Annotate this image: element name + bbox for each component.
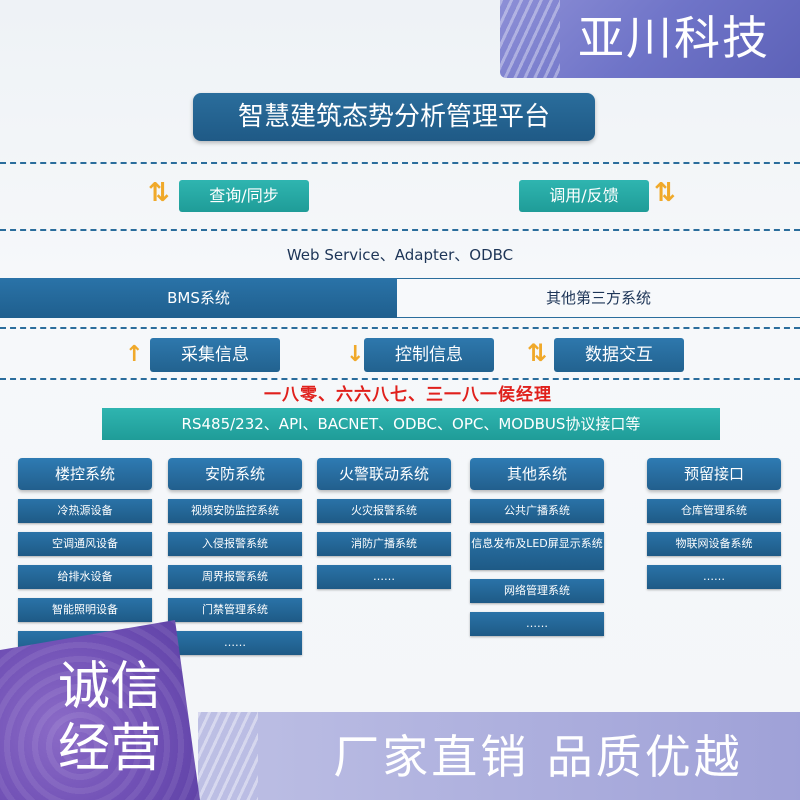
divider-top [0, 162, 800, 164]
column-item: 物联网设备系统 [647, 532, 781, 556]
column-item: 火灾报警系统 [317, 499, 451, 523]
bms-system: BMS系统 [0, 278, 397, 318]
column-header: 火警联动系统 [317, 458, 451, 490]
column-item: 消防广播系统 [317, 532, 451, 556]
arrow-down-icon: ↓ [346, 342, 365, 367]
column-item: 信息发布及LED屏显示系统 [470, 532, 604, 570]
column-item: 仓库管理系统 [647, 499, 781, 523]
slogan-text: 厂家直销 品质优越 [333, 730, 743, 784]
column-item: 冷热源设备 [18, 499, 152, 523]
column-reserved-interfaces: 预留接口 仓库管理系统 物联网设备系统 …… [647, 458, 781, 598]
column-item: …… [317, 565, 451, 589]
brand-banner: 亚川科技 [500, 0, 800, 78]
divider-lower [0, 327, 800, 329]
divider-bottom [0, 378, 800, 380]
control-info-box: 控制信息 [364, 338, 494, 372]
bidirectional-arrow-icon: ⇅ [654, 178, 676, 208]
interfaces-label: Web Service、Adapter、ODBC [286, 246, 514, 264]
protocol-bar: RS485/232、API、BACNET、ODBC、OPC、MODBUS协议接口… [102, 408, 720, 440]
integrity-line-2: 经营 [58, 719, 163, 779]
query-sync-box: 查询/同步 [179, 180, 309, 212]
slogan-stripes [198, 712, 258, 800]
divider-middle [0, 229, 800, 231]
bidirectional-arrow-icon: ⇅ [148, 178, 170, 208]
column-item: 周界报警系统 [168, 565, 302, 589]
column-fire-alarm: 火警联动系统 火灾报警系统 消防广播系统 …… [317, 458, 451, 598]
contact-watermark: 一八零、六六八七、三一八一侯经理 [264, 385, 552, 405]
column-item: 智能照明设备 [18, 598, 152, 622]
column-security: 安防系统 视频安防监控系统 入侵报警系统 周界报警系统 门禁管理系统 …… [168, 458, 302, 664]
slogan-banner [198, 712, 800, 800]
brand-stripes [500, 0, 560, 78]
column-item: …… [647, 565, 781, 589]
column-item: 空调通风设备 [18, 532, 152, 556]
brand-name: 亚川科技 [578, 11, 770, 65]
arrow-up-icon: ↑ [125, 342, 144, 367]
column-item: 公共广播系统 [470, 499, 604, 523]
integrity-badge [0, 620, 200, 800]
data-exchange-box: 数据交互 [554, 338, 684, 372]
column-header: 其他系统 [470, 458, 604, 490]
collect-info-box: 采集信息 [150, 338, 280, 372]
badge-pattern [0, 620, 200, 800]
integrity-line-1: 诚信 [58, 657, 163, 717]
column-item: 入侵报警系统 [168, 532, 302, 556]
column-item: 门禁管理系统 [168, 598, 302, 622]
invoke-feedback-box: 调用/反馈 [519, 180, 649, 212]
column-item: 网络管理系统 [470, 579, 604, 603]
column-header: 楼控系统 [18, 458, 152, 490]
column-item: 视频安防监控系统 [168, 499, 302, 523]
column-item: …… [168, 631, 302, 655]
column-item: 给排水设备 [18, 565, 152, 589]
column-other-systems: 其他系统 公共广播系统 信息发布及LED屏显示系统 网络管理系统 …… [470, 458, 604, 645]
bidirectional-arrow-icon: ⇅ [527, 339, 548, 367]
column-item: …… [470, 612, 604, 636]
integrity-text: 诚信 经营 [58, 656, 198, 786]
column-header: 预留接口 [647, 458, 781, 490]
third-party-system: 其他第三方系统 [397, 278, 800, 318]
column-header: 安防系统 [168, 458, 302, 490]
systems-row: BMS系统 其他第三方系统 [0, 278, 800, 318]
platform-title: 智慧建筑态势分析管理平台 [193, 93, 595, 141]
